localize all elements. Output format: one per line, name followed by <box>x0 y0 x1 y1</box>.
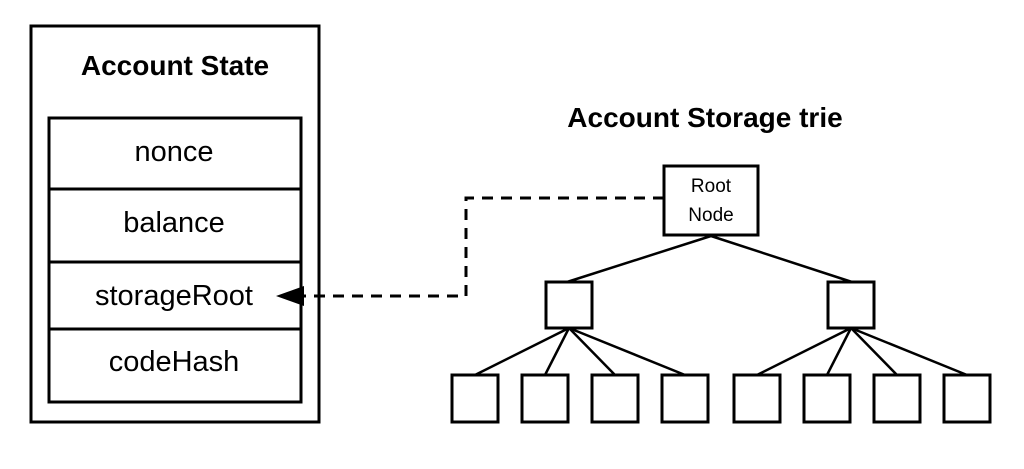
storage-root-dashed-connector <box>304 196 664 298</box>
account-state-title: Account State <box>81 50 269 81</box>
trie-leaf-node <box>450 373 500 424</box>
trie-edge-left-leaf-2 <box>543 327 571 376</box>
field-row-nonce <box>47 116 303 191</box>
trie-root-node-label-line-1: Root <box>691 176 732 197</box>
field-label-storage-root: storageRoot <box>95 280 253 312</box>
trie-edge-left-leaf-3 <box>568 327 616 376</box>
trie-edge-right-leaf-4 <box>850 326 968 377</box>
trie-root-node <box>662 164 760 237</box>
trie-edge-right-leaf-2 <box>825 327 853 376</box>
trie-leaf-node <box>732 373 782 424</box>
trie-edge-left-leaf-4 <box>568 326 686 377</box>
trie-edge-right-leaf-1 <box>756 326 852 377</box>
trie-root-node-label-line-2: Node <box>688 205 733 226</box>
trie-edge-left-leaf-1 <box>474 326 570 377</box>
connector-arrowhead <box>276 286 304 306</box>
trie-edge-root-left <box>566 234 712 284</box>
trie-leaf-node <box>660 373 710 424</box>
trie-leaf-node <box>872 373 922 424</box>
field-label-code-hash: codeHash <box>109 346 240 378</box>
storage-trie-title: Account Storage trie <box>567 102 842 133</box>
field-row-code-hash <box>47 327 303 404</box>
trie-branch-node-left <box>544 280 594 330</box>
trie-edge-root-right <box>710 234 853 284</box>
trie-leaf-node <box>520 373 570 424</box>
trie-leaf-node <box>942 373 992 424</box>
trie-leaf-node <box>590 373 640 424</box>
field-label-nonce: nonce <box>134 136 213 168</box>
trie-edge-right-leaf-3 <box>850 327 898 376</box>
field-label-balance: balance <box>123 207 225 239</box>
trie-leaf-node <box>802 373 852 424</box>
trie-branch-node-right <box>826 280 876 330</box>
